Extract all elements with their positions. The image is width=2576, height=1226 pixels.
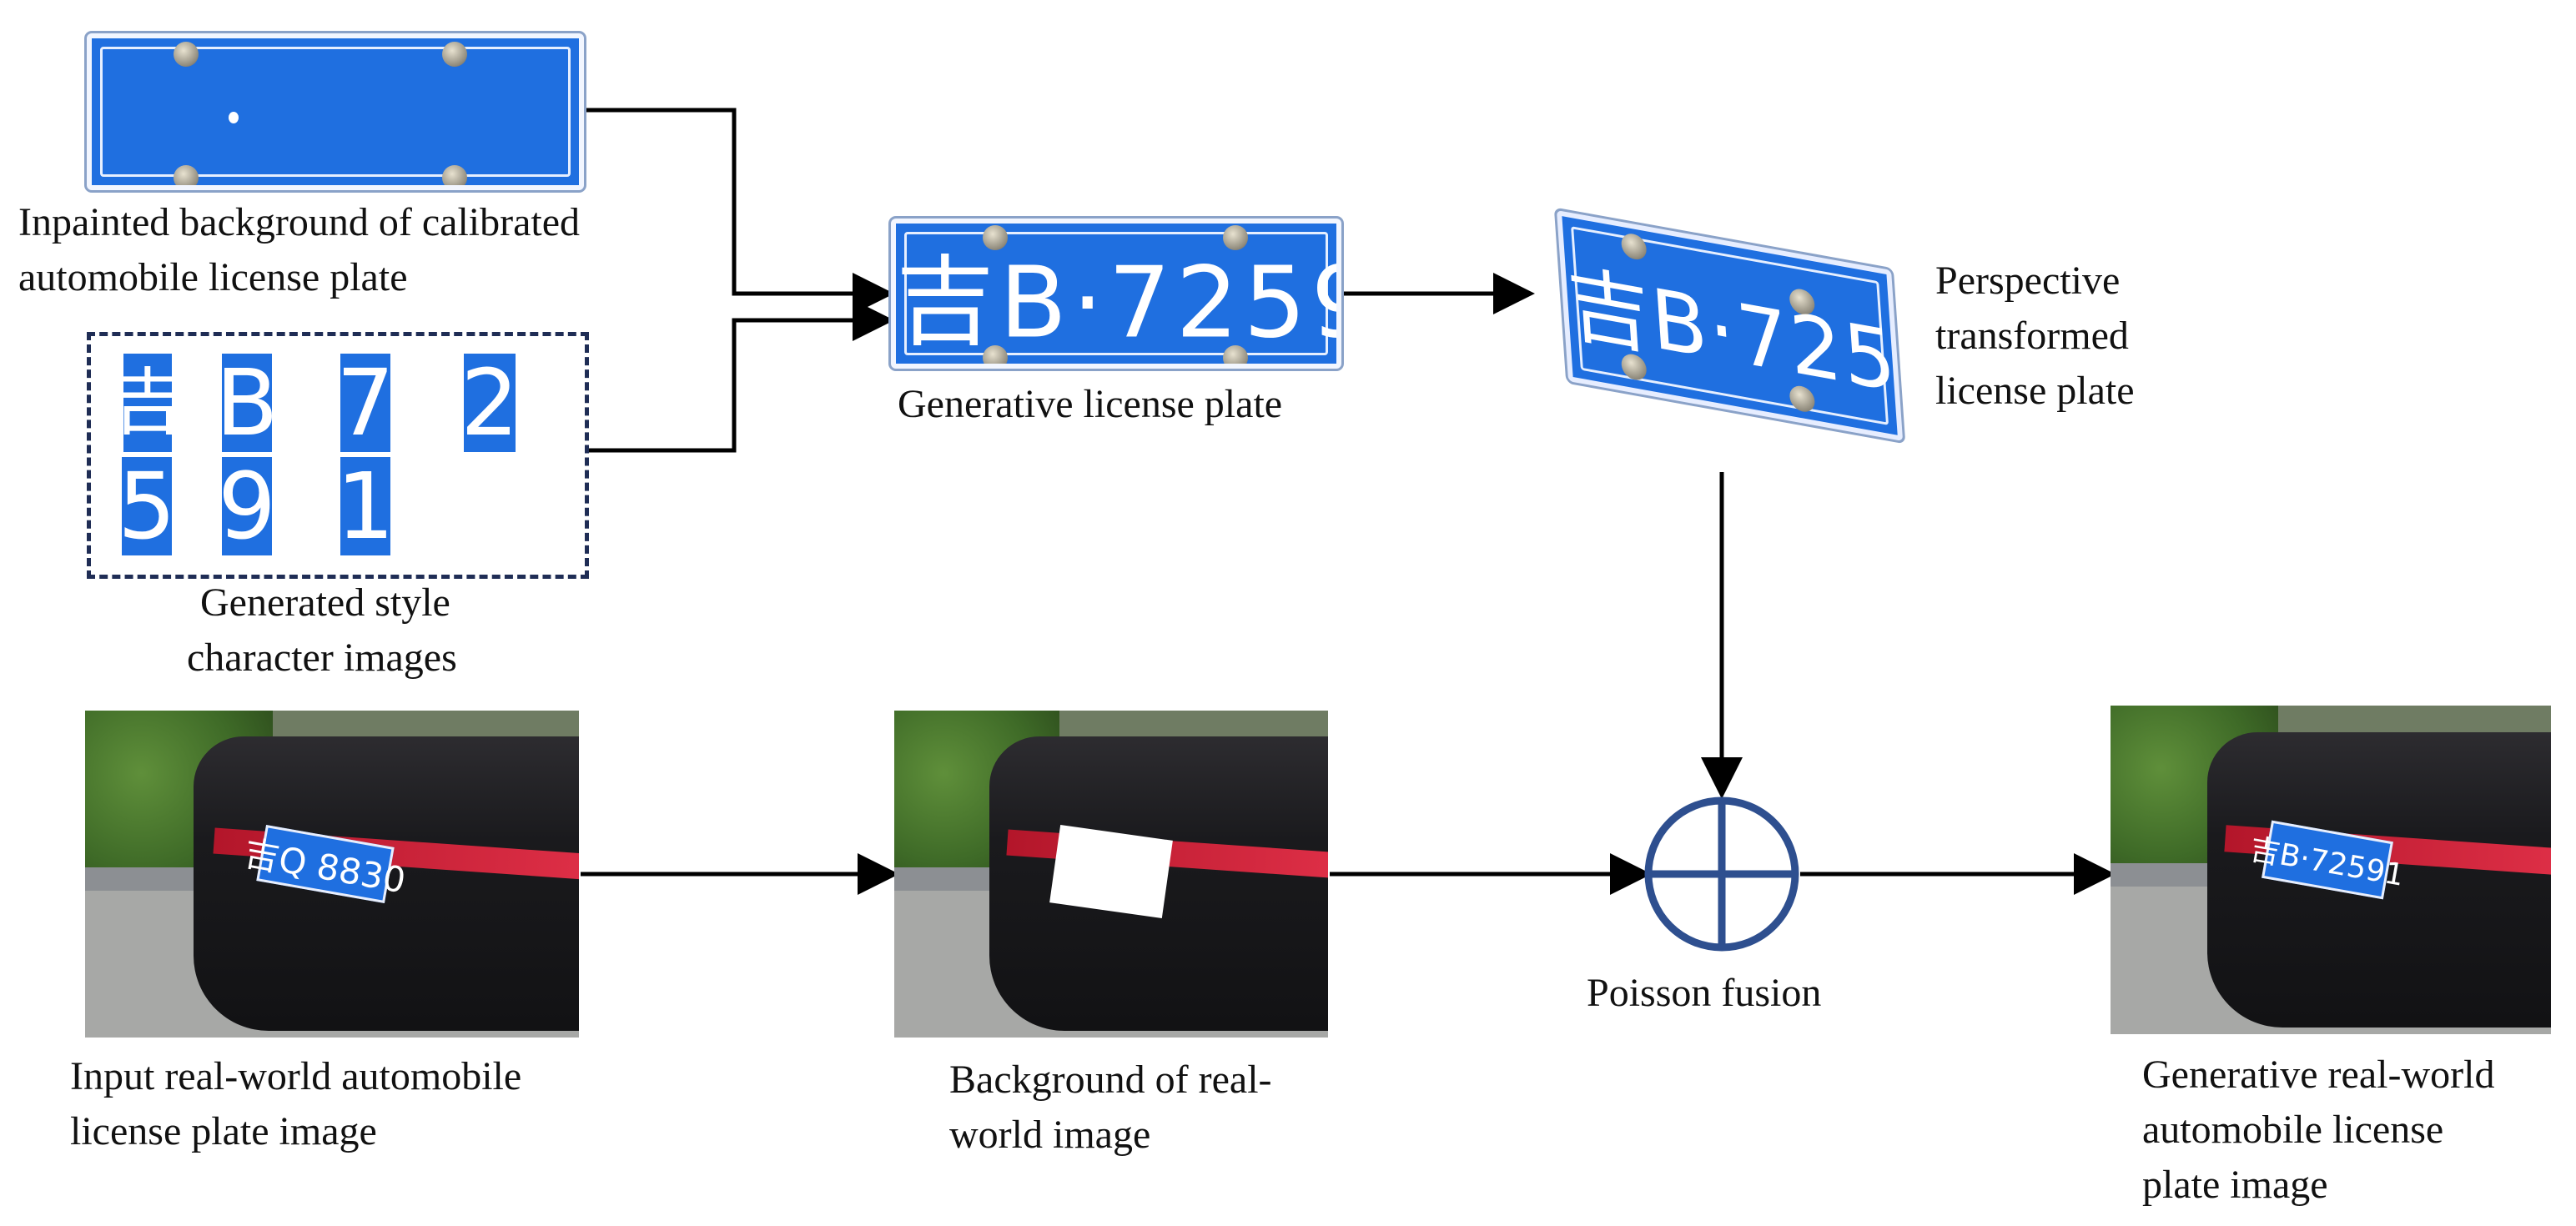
arrow-chars-to-plate bbox=[589, 299, 894, 453]
char-tile-4: 2 bbox=[460, 349, 519, 456]
perspective-label-3: license plate bbox=[1935, 369, 2135, 413]
perspective-label-2: transformed bbox=[1935, 314, 2129, 358]
inpainted-bg-label-1: Inpainted background of calibrated bbox=[18, 200, 581, 244]
output-label-1: Generative real-world bbox=[2142, 1053, 2495, 1097]
char-tile-2: B bbox=[215, 349, 279, 456]
background-label-1: Background of real- bbox=[949, 1058, 1272, 1102]
poisson-fusion-symbol bbox=[1644, 796, 1799, 952]
inpainted-bg-label-2: automobile license plate bbox=[18, 255, 408, 299]
char-tile-3: 7 bbox=[336, 349, 395, 456]
generated-chars-label-1: Generated style bbox=[200, 580, 450, 625]
char-tile-7: 1 bbox=[336, 453, 395, 560]
generated-characters-box bbox=[87, 332, 589, 579]
char-tile-6: 9 bbox=[218, 453, 276, 560]
generative-plate-label: Generative license plate bbox=[898, 382, 1283, 426]
output-label-2: automobile license bbox=[2142, 1108, 2444, 1152]
output-generative-image: 吉B·72591 bbox=[2111, 706, 2551, 1034]
perspective-label-1: Perspective bbox=[1935, 259, 2121, 303]
output-label-3: plate image bbox=[2142, 1163, 2328, 1207]
poisson-fusion-label: Poisson fusion bbox=[1587, 971, 1822, 1015]
inpainted-background-plate bbox=[87, 33, 584, 190]
background-real-world-image bbox=[894, 711, 1328, 1038]
erased-plate-region bbox=[1049, 824, 1173, 919]
char-tile-1: 吉 bbox=[111, 354, 184, 452]
arrow-bg-to-plate bbox=[584, 108, 894, 314]
generative-plate-text: 吉B·72591 bbox=[896, 244, 1336, 360]
input-real-world-image: 吉Q 8830 bbox=[85, 711, 579, 1038]
input-label-1: Input real-world automobile bbox=[70, 1054, 522, 1098]
input-label-2: license plate image bbox=[70, 1109, 377, 1153]
char-tile-5: 5 bbox=[118, 453, 176, 560]
generative-license-plate: 吉B·72591 bbox=[891, 219, 1341, 369]
background-label-2: world image bbox=[949, 1113, 1151, 1157]
generated-chars-label-2: character images bbox=[187, 636, 457, 680]
